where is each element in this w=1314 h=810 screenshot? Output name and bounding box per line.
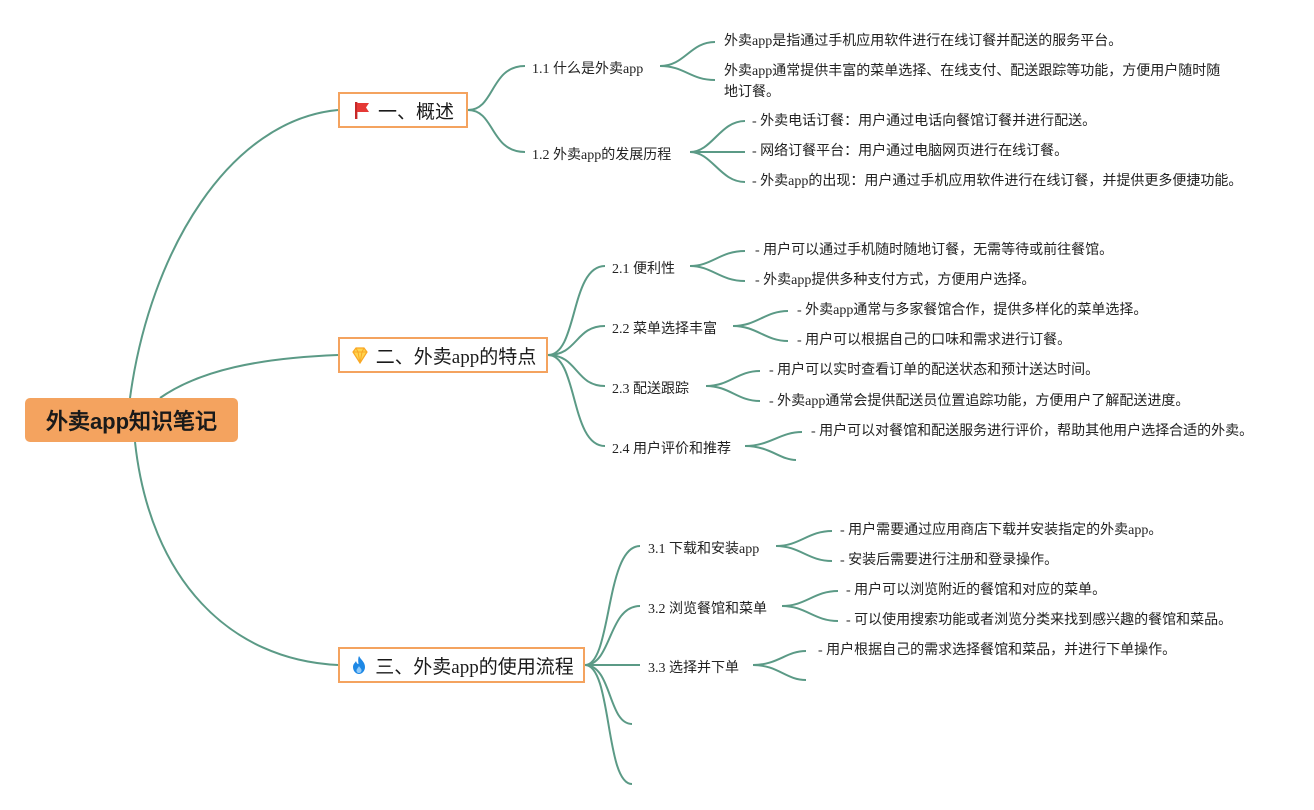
branch-root-sec2 [159, 354, 339, 399]
subtopic-3-1[interactable]: 3.1 下载和安装app [648, 542, 760, 557]
main-topic-label: 二、外卖app的特点 [375, 346, 537, 368]
branch-sec1-t1 [467, 65, 526, 111]
subtopic-1-2[interactable]: 1.2 外卖app的发展历程 [532, 148, 672, 163]
red-flag-icon [352, 100, 372, 120]
leaf-2-2-1: - 外卖app通常与多家餐馆合作，提供多样化的菜单选择。 [797, 303, 1148, 318]
branch-sec2-t2 [547, 325, 606, 356]
leaf-2-4-1: - 用户可以对餐馆和配送服务进行评价，帮助其他用户选择合适的外卖。 [811, 424, 1254, 439]
branch-t24-p2 [744, 445, 797, 461]
branch-t11-p1 [659, 41, 716, 67]
leaf-2-3-2: - 外卖app通常会提供配送员位置追踪功能，方便用户了解配送进度。 [769, 394, 1190, 409]
subtopic-2-3[interactable]: 2.3 配送跟踪 [612, 382, 689, 397]
branch-t22-p1 [732, 310, 789, 327]
leaf-1-2-2: - 网络订餐平台：用户通过电脑网页进行在线订餐。 [752, 144, 1069, 159]
branch-root-sec3 [134, 441, 339, 666]
gem-icon [350, 345, 370, 365]
root-topic-label: 外卖app知识笔记 [45, 409, 218, 434]
leaf-3-1-2: - 安装后需要进行注册和登录操作。 [840, 553, 1059, 568]
subtopic-2-2[interactable]: 2.2 菜单选择丰富 [612, 322, 717, 337]
subtopic-3-2[interactable]: 3.2 浏览餐馆和菜单 [648, 602, 767, 617]
branch-sec1-t2 [467, 109, 526, 153]
branch-t32-p1 [781, 590, 839, 607]
fire-icon [349, 655, 369, 675]
branch-t32-p2 [781, 605, 839, 622]
branch-sec3-t4 [584, 664, 633, 725]
branch-sec2-t4 [547, 354, 606, 447]
branch-sec3-t5 [584, 664, 633, 785]
main-topic-label: 三、外卖app的使用流程 [375, 656, 574, 678]
leaf-2-2-2: - 用户可以根据自己的口味和需求进行订餐。 [797, 333, 1072, 348]
branch-t24-p1 [744, 431, 803, 447]
leaf-1-1-1: 外卖app是指通过手机应用软件进行在线订餐并配送的服务平台。 [724, 34, 1123, 49]
branch-t33-p1 [752, 650, 807, 666]
branch-sec2-t1 [547, 265, 606, 356]
branch-t23-p2 [705, 385, 761, 402]
branch-t11-p2 [659, 65, 716, 81]
branch-t31-p1 [775, 530, 833, 547]
root-topic[interactable]: 外卖app知识笔记 [25, 398, 238, 442]
branch-t21-p2 [689, 265, 746, 282]
leaf-2-3-1: - 用户可以实时查看订单的配送状态和预计送达时间。 [769, 363, 1100, 378]
branch-root-sec1 [129, 109, 339, 399]
main-topic-process[interactable]: 三、外卖app的使用流程 [338, 647, 585, 683]
leaf-3-2-2: - 可以使用搜索功能或者浏览分类来找到感兴趣的餐馆和菜品。 [846, 613, 1233, 628]
subtopic-1-1[interactable]: 1.1 什么是外卖app [532, 62, 644, 77]
branch-t31-p2 [775, 545, 833, 562]
branch-sec3-t2 [584, 605, 641, 666]
branch-sec2-t3 [547, 354, 606, 387]
branch-t23-p1 [705, 370, 761, 387]
subtopic-2-4[interactable]: 2.4 用户评价和推荐 [612, 442, 731, 457]
branch-t21-p1 [689, 250, 746, 267]
main-topic-label: 一、概述 [377, 101, 454, 123]
branch-t12-p3 [689, 151, 746, 183]
branch-sec3-t1 [584, 545, 641, 666]
leaf-1-2-3: - 外卖app的出现：用户通过手机应用软件进行在线订餐，并提供更多便捷功能。 [752, 174, 1243, 189]
leaf-3-1-1: - 用户需要通过应用商店下载并安装指定的外卖app。 [840, 523, 1163, 538]
leaf-3-3-1: - 用户根据自己的需求选择餐馆和菜品，并进行下单操作。 [818, 643, 1177, 658]
subtopic-2-1[interactable]: 2.1 便利性 [612, 262, 675, 277]
main-topic-features[interactable]: 二、外卖app的特点 [338, 337, 548, 373]
leaf-1-2-1: - 外卖电话订餐：用户通过电话向餐馆订餐并进行配送。 [752, 114, 1097, 129]
leaf-1-1-2: 外卖app通常提供丰富的菜单选择、在线支付、配送跟踪等功能，方便用户随时随地订餐… [724, 64, 1221, 100]
leaf-2-1-1: - 用户可以通过手机随时随地订餐，无需等待或前往餐馆。 [755, 243, 1114, 258]
leaf-2-1-2: - 外卖app提供多种支付方式，方便用户选择。 [755, 273, 1036, 288]
branch-t12-p1 [689, 120, 746, 153]
leaf-3-2-1: - 用户可以浏览附近的餐馆和对应的菜单。 [846, 583, 1107, 598]
subtopic-3-3[interactable]: 3.3 选择并下单 [648, 661, 739, 676]
branch-t22-p2 [732, 325, 789, 342]
branch-t33-p2 [752, 664, 807, 681]
main-topic-overview[interactable]: 一、概述 [338, 92, 468, 128]
